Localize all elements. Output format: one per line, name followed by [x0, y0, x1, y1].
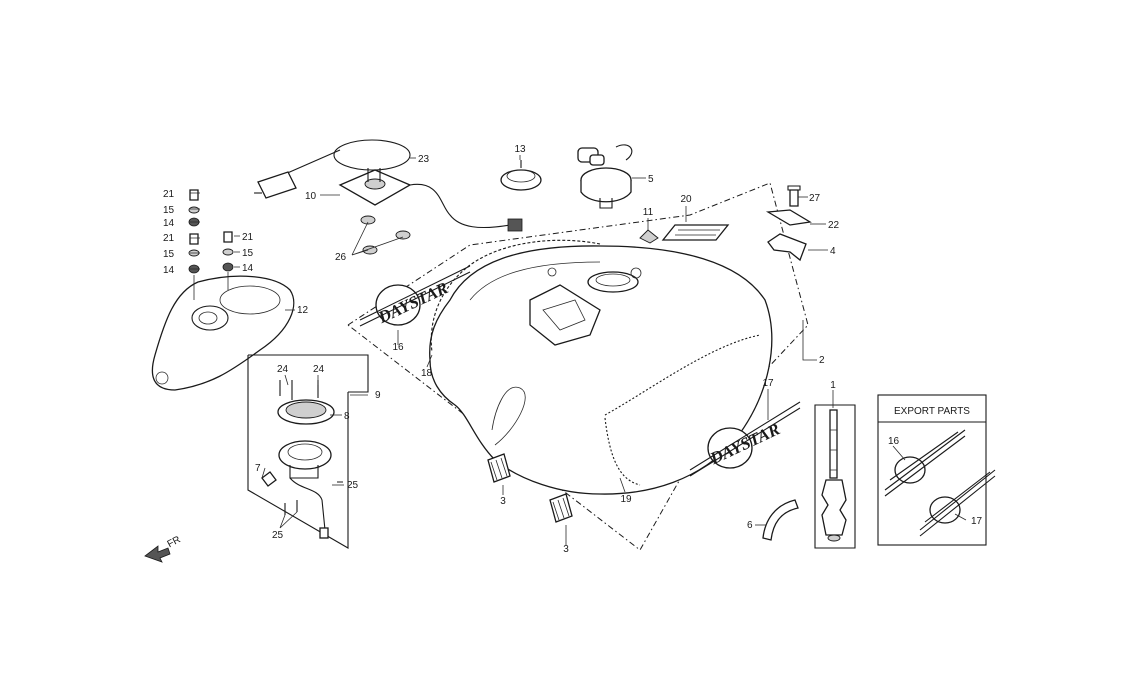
- label-23: 23: [418, 154, 430, 165]
- label-13: 13: [514, 144, 526, 155]
- label-24a: 24: [277, 364, 289, 375]
- roller-3a: [487, 453, 511, 483]
- label-7: 7: [255, 463, 261, 474]
- label-24b: 24: [313, 364, 325, 375]
- label-18: 18: [421, 368, 433, 379]
- label-16-export: 16: [888, 436, 900, 447]
- roller-3b: [549, 493, 573, 523]
- petcock-box: [814, 404, 856, 549]
- label-4: 4: [830, 246, 836, 257]
- part-11: [639, 229, 659, 244]
- label-26: 26: [335, 252, 347, 263]
- export-mark-17: [919, 469, 996, 537]
- label-5: 5: [648, 174, 654, 185]
- label-plate-20: [661, 224, 730, 241]
- label-22: 22: [828, 220, 840, 231]
- ring-13: [500, 160, 542, 191]
- fuel-cap-5: [577, 144, 633, 209]
- bracket-4: [767, 233, 807, 262]
- label-3b: 3: [563, 544, 569, 555]
- label-15b: 15: [163, 249, 175, 260]
- fuel-pump-assembly: [254, 139, 523, 232]
- gauge-group-outline: [247, 354, 369, 549]
- label-11: 11: [643, 207, 654, 218]
- fuel-tank: [429, 245, 773, 495]
- bracket-22: [765, 209, 812, 226]
- label-25a: 25: [347, 480, 359, 491]
- label-27: 27: [809, 193, 821, 204]
- label-17: 17: [762, 378, 774, 389]
- label-14a: 14: [163, 218, 175, 229]
- label-6: 6: [747, 520, 753, 531]
- bolt-stack-right: [222, 231, 234, 290]
- label-15a: 15: [163, 205, 175, 216]
- label-2: 2: [819, 355, 825, 366]
- label-14c: 14: [242, 263, 254, 274]
- grommets-26: [351, 215, 411, 256]
- export-parts-title: EXPORT PARTS: [894, 406, 970, 417]
- label-25b: 25: [272, 530, 284, 541]
- gauge-assembly: [261, 380, 343, 539]
- bolt-27: [787, 185, 801, 207]
- tank-group-outline: [347, 182, 809, 551]
- label-10: 10: [305, 191, 317, 202]
- leader-lines: [190, 155, 967, 545]
- export-mark-16: [884, 429, 966, 497]
- front-direction-arrow: FR: [144, 534, 183, 563]
- label-21c: 21: [242, 232, 254, 243]
- label-20: 20: [680, 194, 692, 205]
- label-16: 16: [392, 342, 404, 353]
- label-21a: 21: [163, 189, 175, 200]
- label-14b: 14: [163, 265, 175, 276]
- label-19: 19: [620, 494, 632, 505]
- label-3a: 3: [500, 496, 506, 507]
- label-21b: 21: [163, 233, 175, 244]
- label-12: 12: [297, 305, 309, 316]
- label-15c: 15: [242, 248, 254, 259]
- export-parts-box: [877, 394, 987, 546]
- label-17-export: 17: [971, 516, 983, 527]
- hose-6: [762, 499, 799, 541]
- part-labels: 1 2 3 3 4 5 6 7 8 9 10 11 12 13 14 14 14…: [163, 144, 983, 555]
- label-1: 1: [830, 380, 836, 391]
- label-8: 8: [344, 411, 350, 422]
- petcock-1: [821, 409, 847, 542]
- label-9: 9: [375, 390, 381, 401]
- cover-12: [151, 275, 295, 391]
